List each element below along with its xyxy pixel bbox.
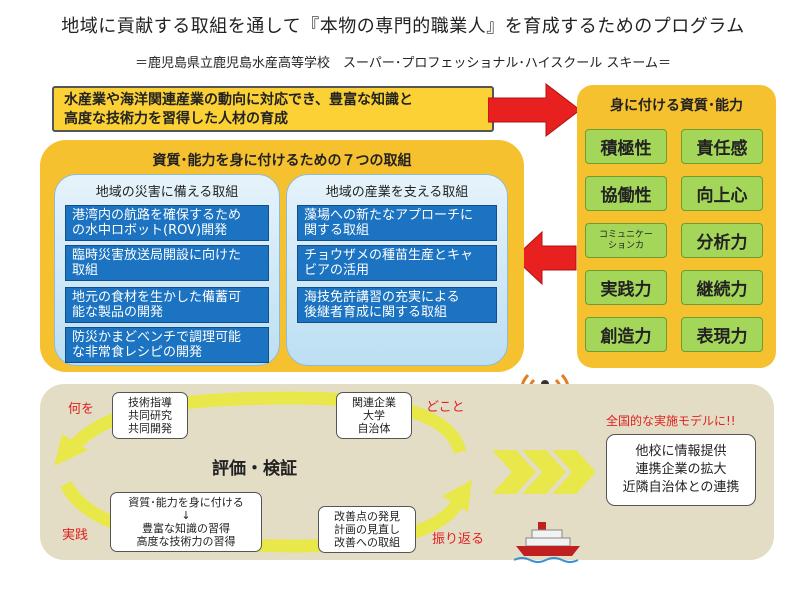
industry-title: 地域の産業を支える取組	[325, 185, 469, 200]
initiative-food: 地元の食材を生かした備蓄可 能な製品の開発	[65, 287, 269, 323]
outcome-3: 近隣自治体との連携	[622, 480, 740, 495]
box-where: 関連企業 大学 自治体	[336, 392, 412, 439]
initiative-bench: 防災かまどベンチで調理可能 な非常食レシピの開発	[65, 327, 269, 363]
ability-practice: 実践力	[585, 270, 667, 305]
ability-communication-line1: コミュニケー	[598, 229, 653, 240]
initiative-bench-line1: 防災かまどベンチで調理可能	[72, 330, 242, 345]
initiative-rov-line1: 港湾内の航路を確保するため	[72, 208, 242, 223]
box-where-line1: 関連企業	[352, 396, 396, 409]
chevron-1-icon	[492, 450, 536, 494]
box-where-line3: 自治体	[357, 422, 391, 435]
disaster-initiatives: 地域の災害に備える取組 港湾内の航路を確保するため の水中ロボット(ROV)開発…	[54, 174, 280, 366]
label-practice: 実践	[62, 528, 89, 543]
initiative-food-line2: 能な製品の開発	[72, 305, 164, 320]
page-subtitle: ＝鹿児島県立鹿児島水産高等学校 スーパー･プロフェッショナル･ハイスクール スキ…	[135, 56, 671, 71]
cycle-arrow-head-left-icon	[54, 434, 88, 466]
box-reflect-line3: 改善への取組	[334, 536, 400, 549]
box-practice-arrow: ↓	[181, 509, 191, 522]
ability-ambition: 向上心	[681, 176, 763, 211]
initiative-license-line1: 海技免許講習の充実による	[304, 290, 460, 305]
box-practice-line1: 資質･能力を身に付ける	[128, 496, 244, 509]
initiatives-title: 資質･能力を身に付けるための７つの取組	[152, 153, 412, 169]
box-what-line3: 共同開発	[128, 422, 172, 435]
box-where-line2: 大学	[363, 409, 385, 422]
goal-line-2: 高度な技術力を習得した人材の育成	[64, 111, 288, 127]
cycle-arrow-head-right-icon	[442, 480, 472, 512]
initiative-rov: 港湾内の航路を確保するため の水中ロボット(ROV)開発	[65, 205, 269, 241]
label-what: 何を	[68, 402, 95, 417]
initiative-radio-line2: 取組	[72, 263, 99, 278]
initiative-radio: 臨時災害放送局開設に向けた 取組	[65, 245, 269, 281]
ability-cooperation: 協働性	[585, 176, 667, 211]
ability-persistence: 継続力	[681, 270, 763, 305]
initiative-license-line2: 後継者育成に関する取組	[304, 305, 448, 320]
disaster-title: 地域の災害に備える取組	[95, 185, 239, 200]
box-practice-line3: 高度な技術力の習得	[136, 535, 236, 548]
box-reflect-line1: 改善点の発見	[334, 510, 400, 523]
initiative-sturgeon-line2: ビアの活用	[304, 263, 370, 278]
box-what-line1: 技術指導	[128, 396, 172, 409]
ship-icon	[514, 522, 580, 563]
initiative-rov-line2: の水中ロボット(ROV)開発	[72, 223, 228, 238]
abilities-title: 身に付ける資質･能力	[610, 98, 743, 114]
arrow-left-red-icon	[513, 230, 577, 286]
initiative-sturgeon: チョウザメの種苗生産とキャ ビアの活用	[297, 245, 497, 281]
ability-creativity: 創造力	[585, 317, 667, 352]
ability-communication: コミュニケー ションカ	[585, 223, 667, 258]
box-practice-line2: 豊富な知識の習得	[142, 522, 230, 535]
label-where: どこと	[426, 400, 465, 415]
goal-line-1: 水産業や海洋関連産業の動向に対応でき、豊富な知識と	[64, 92, 414, 108]
abilities-panel: 身に付ける資質･能力 積極性 責任感 協働性 向上心 コミュニケー ションカ 分…	[577, 85, 776, 368]
industry-initiatives: 地域の産業を支える取組 藻場への新たなアプローチに 関する取組 チョウザメの種苗…	[286, 174, 508, 366]
ability-analysis: 分析力	[681, 223, 763, 258]
initiative-seaweed: 藻場への新たなアプローチに 関する取組	[297, 205, 497, 241]
box-reflect-line2: 計画の見直し	[334, 523, 400, 536]
box-practice: 資質･能力を身に付ける ↓ 豊富な知識の習得 高度な技術力の習得	[110, 492, 262, 552]
initiative-bench-line2: な非常食レシピの開発	[72, 345, 203, 360]
initiative-sturgeon-line1: チョウザメの種苗生産とキャ	[304, 248, 474, 263]
outcomes-box: 他校に情報提供 連携企業の拡大 近隣自治体との連携	[606, 434, 756, 506]
initiative-food-line1: 地元の食材を生かした備蓄可	[72, 290, 242, 305]
chevron-2-icon	[522, 450, 566, 494]
outcome-1: 他校に情報提供	[635, 444, 727, 459]
box-reflect: 改善点の発見 計画の見直し 改善への取組	[318, 506, 416, 553]
ability-responsibility: 責任感	[681, 129, 763, 164]
ability-expression: 表現力	[681, 317, 763, 352]
page-title: 地域に貢献する取組を通して『本物の専門的職業人』を育成するためのプログラム	[61, 16, 745, 37]
ability-communication-line2: ションカ	[607, 240, 644, 251]
outcome-2: 連携企業の拡大	[635, 462, 727, 477]
evaluation-area: 何を どこと 実践 振り返る 技術指導 共同研究 共同開発 関連企業 大学 自治…	[40, 384, 774, 560]
arrow-right-red-icon	[488, 82, 581, 138]
label-reflect: 振り返る	[432, 532, 485, 547]
ability-initiative: 積極性	[585, 129, 667, 164]
chevron-3-icon	[552, 450, 596, 494]
initiatives-panel: 資質･能力を身に付けるための７つの取組 地域の災害に備える取組 港湾内の航路を確…	[40, 140, 524, 372]
evaluation-label: 評価・検証	[212, 459, 297, 479]
initiative-license: 海技免許講習の充実による 後継者育成に関する取組	[297, 287, 497, 323]
initiative-seaweed-line2: 関する取組	[304, 223, 370, 238]
box-what-line2: 共同研究	[128, 409, 172, 422]
initiative-radio-line1: 臨時災害放送局開設に向けた	[72, 248, 242, 263]
model-label: 全国的な実施モデルに!!	[606, 414, 736, 428]
initiative-seaweed-line1: 藻場への新たなアプローチに	[304, 208, 474, 223]
goal-box: 水産業や海洋関連産業の動向に対応でき、豊富な知識と 高度な技術力を習得した人材の…	[52, 86, 494, 132]
box-what: 技術指導 共同研究 共同開発	[112, 392, 188, 439]
